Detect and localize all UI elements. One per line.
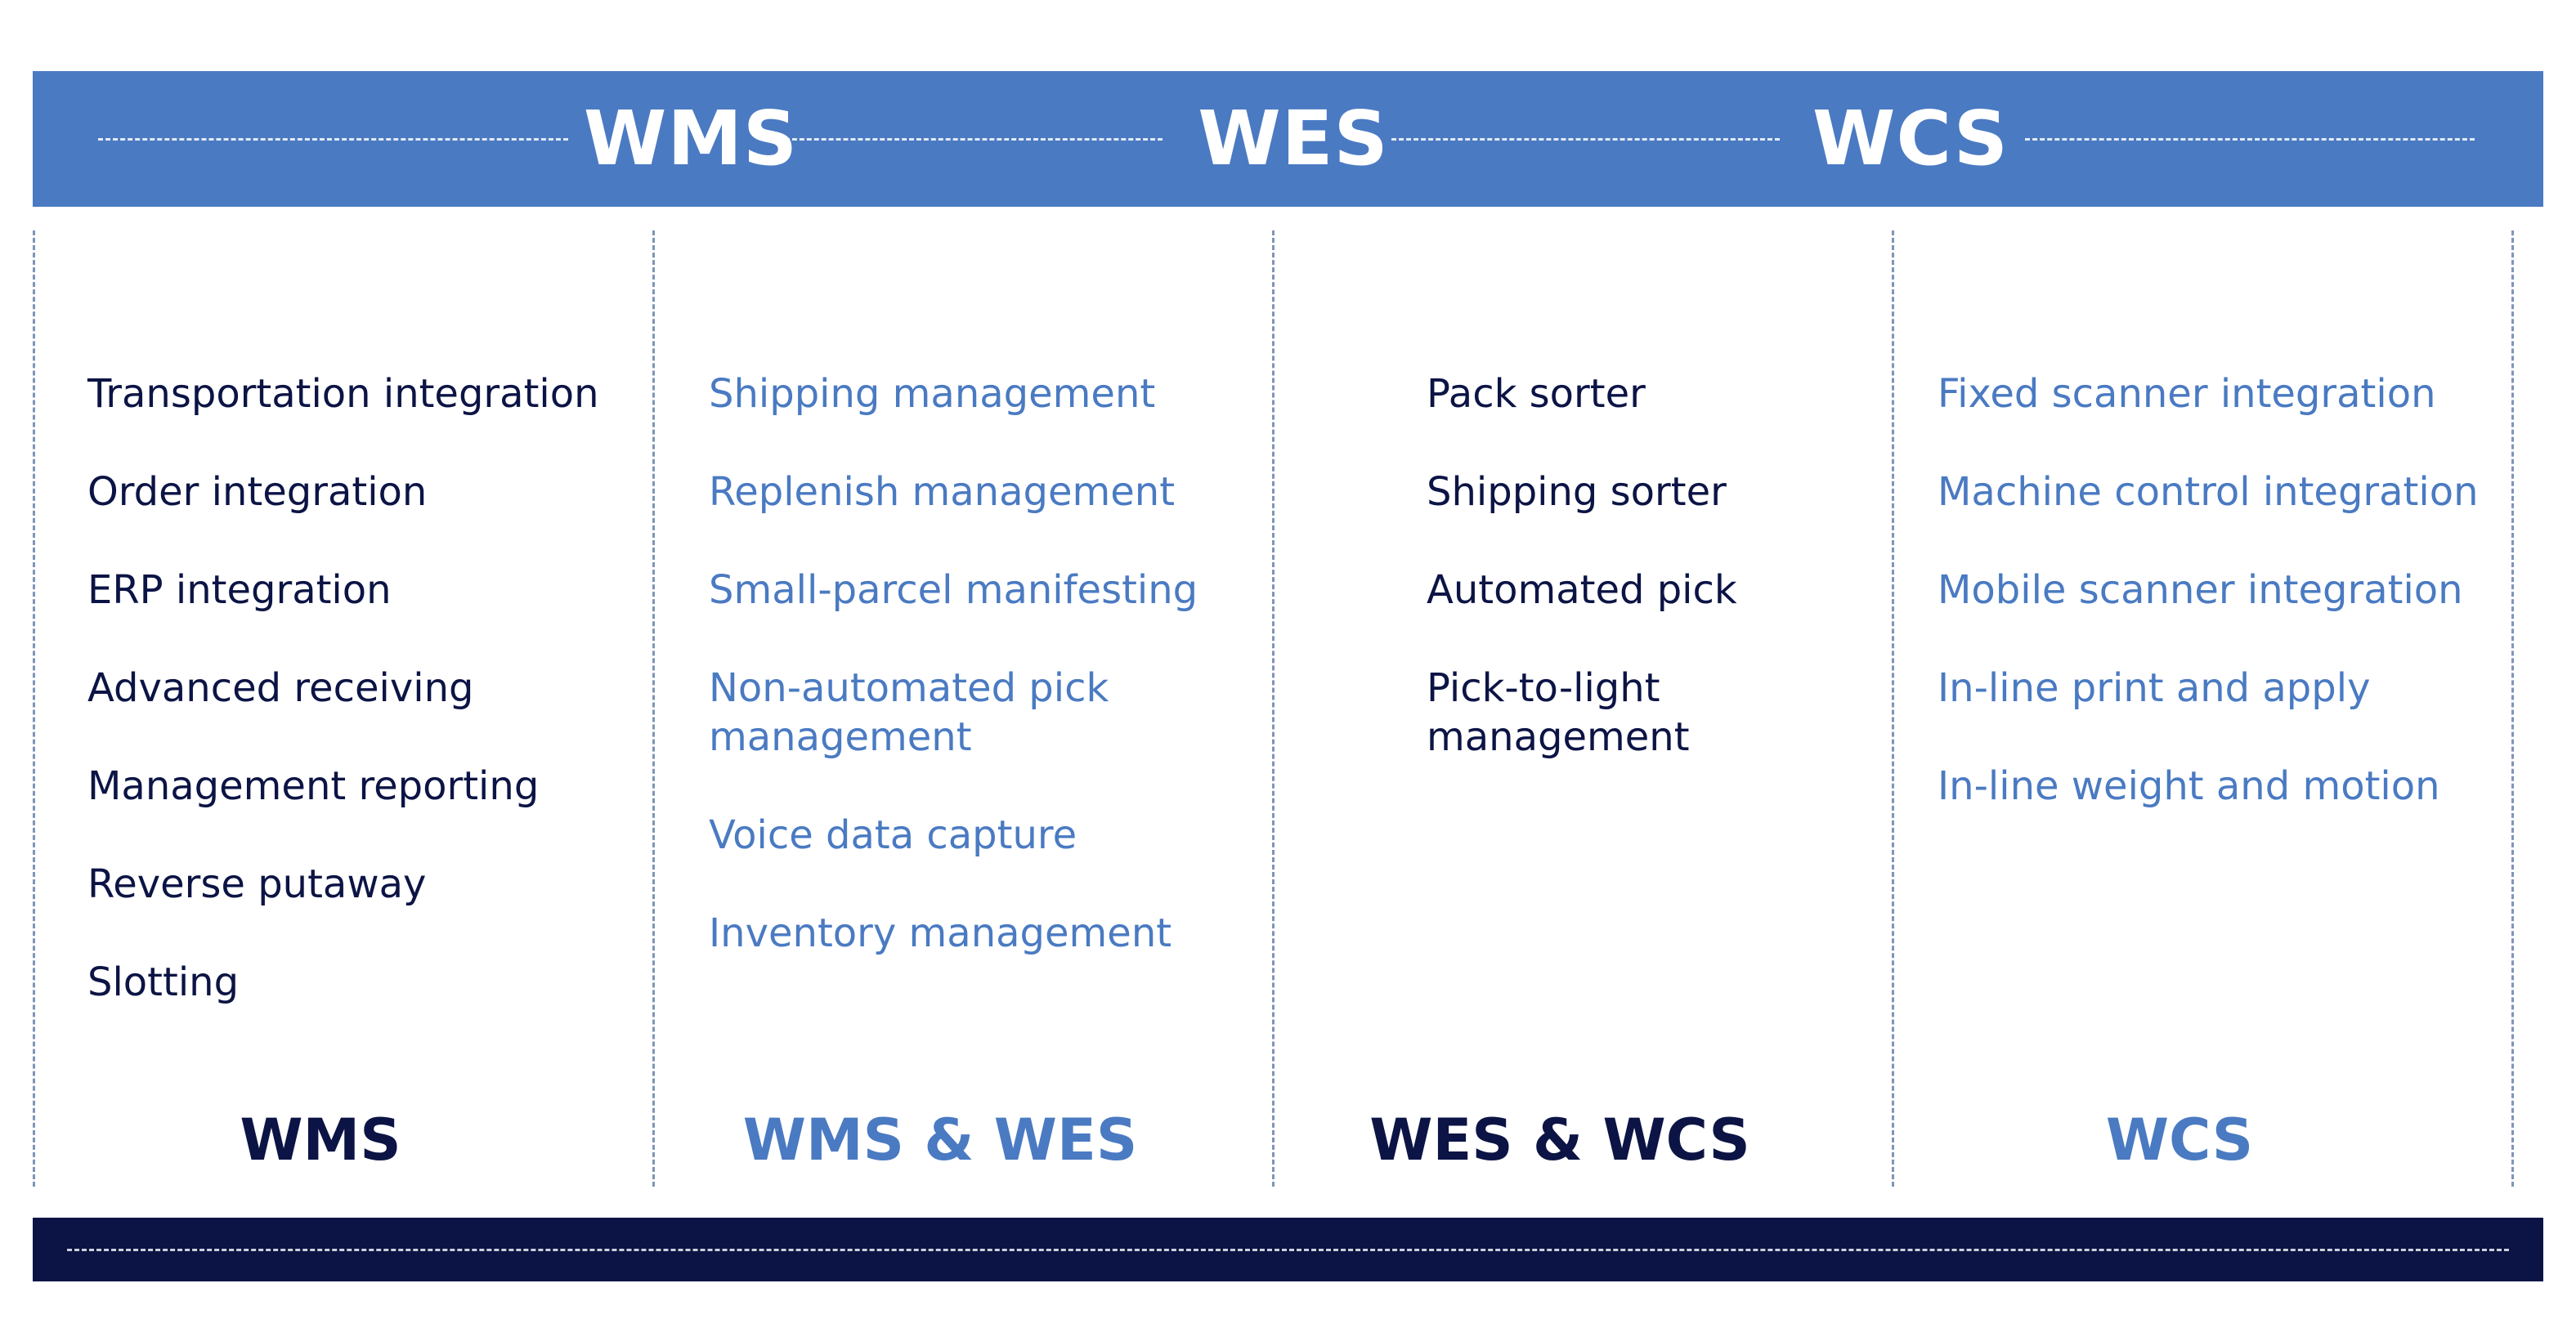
list-item: Machine control integration [1938, 469, 2479, 515]
list-item: Voice data capture [709, 812, 1077, 858]
list-item: Automated pick [1427, 567, 1737, 613]
list-item: Replenish management [709, 469, 1176, 515]
column-wms-wes-items: Shipping management Replenish management… [709, 369, 1198, 1007]
list-item: Shipping sorter [1427, 469, 1727, 515]
divider-1 [652, 230, 655, 1187]
bottom-banner [33, 1218, 2543, 1281]
list-item: ERP integration [87, 567, 392, 613]
list-item: Transportation integration [87, 371, 599, 417]
list-item: Advanced receiving [87, 665, 474, 711]
banner-dash-2 [785, 138, 1163, 141]
list-item: Fixed scanner integration [1938, 371, 2436, 417]
list-item: management [1427, 714, 1690, 760]
footer-label-wms-wes: WMS & WES [742, 1107, 1138, 1174]
divider-left-edge [33, 230, 35, 1187]
list-item: management [709, 714, 972, 760]
header-label-wcs: WCS [1812, 95, 2009, 182]
list-item: Inventory management [709, 910, 1172, 956]
top-header-banner: WMS WES WCS [33, 71, 2543, 207]
header-label-wms: WMS [583, 95, 799, 182]
banner-dash-4 [2025, 138, 2475, 141]
banner-dash-3 [1391, 138, 1780, 141]
column-wcs-items: Fixed scanner integration Machine contro… [1938, 369, 2479, 860]
divider-2 [1272, 230, 1275, 1187]
bottom-banner-dash [67, 1249, 2509, 1251]
divider-3 [1892, 230, 1894, 1187]
list-item: Pack sorter [1427, 371, 1646, 417]
list-item: Non-automated pick [709, 665, 1109, 711]
column-wms-items: Transportation integration Order integra… [87, 369, 599, 1056]
header-label-wes: WES [1198, 95, 1389, 182]
footer-label-wes-wcs: WES & WCS [1369, 1107, 1750, 1174]
column-wes-wcs-items: Pack sorter Shipping sorter Automated pi… [1427, 369, 1737, 811]
list-item: In-line weight and motion [1938, 763, 2440, 809]
footer-label-wms: WMS [240, 1107, 401, 1174]
list-item: In-line print and apply [1938, 665, 2371, 711]
footer-label-wcs: WCS [2105, 1107, 2254, 1174]
list-item: Order integration [87, 469, 428, 515]
banner-dash-1 [98, 138, 568, 141]
list-item: Management reporting [87, 763, 540, 809]
list-item: Shipping management [709, 371, 1156, 417]
divider-right-edge [2511, 230, 2514, 1187]
list-item: Reverse putaway [87, 861, 427, 907]
list-item: Small-parcel manifesting [709, 567, 1198, 613]
list-item: Slotting [87, 959, 240, 1005]
list-item: Mobile scanner integration [1938, 567, 2463, 613]
list-item: Pick-to-light [1427, 665, 1660, 711]
